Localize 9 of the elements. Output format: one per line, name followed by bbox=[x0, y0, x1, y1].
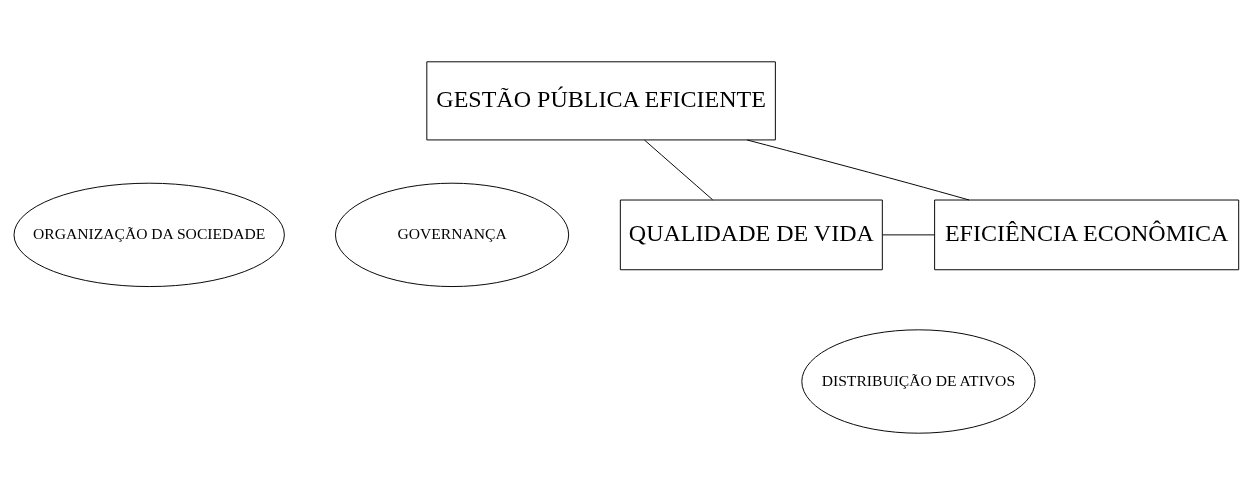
node-box: QUALIDADE DE VIDA bbox=[619, 199, 883, 271]
connector bbox=[644, 139, 714, 201]
node-ellipse: GOVERNANÇA bbox=[335, 182, 570, 288]
node-box: GESTÃO PÚBLICA EFICIENTE bbox=[426, 61, 776, 141]
node-ellipse: DISTRIBUIÇÃO DE ATIVOS bbox=[801, 329, 1036, 434]
connector bbox=[882, 234, 935, 236]
connector bbox=[746, 139, 970, 201]
node-ellipse: ORGANIZAÇÃO DA SOCIEDADE bbox=[13, 182, 285, 288]
node-box: EFICIÊNCIA ECONÔMICA bbox=[934, 199, 1240, 271]
